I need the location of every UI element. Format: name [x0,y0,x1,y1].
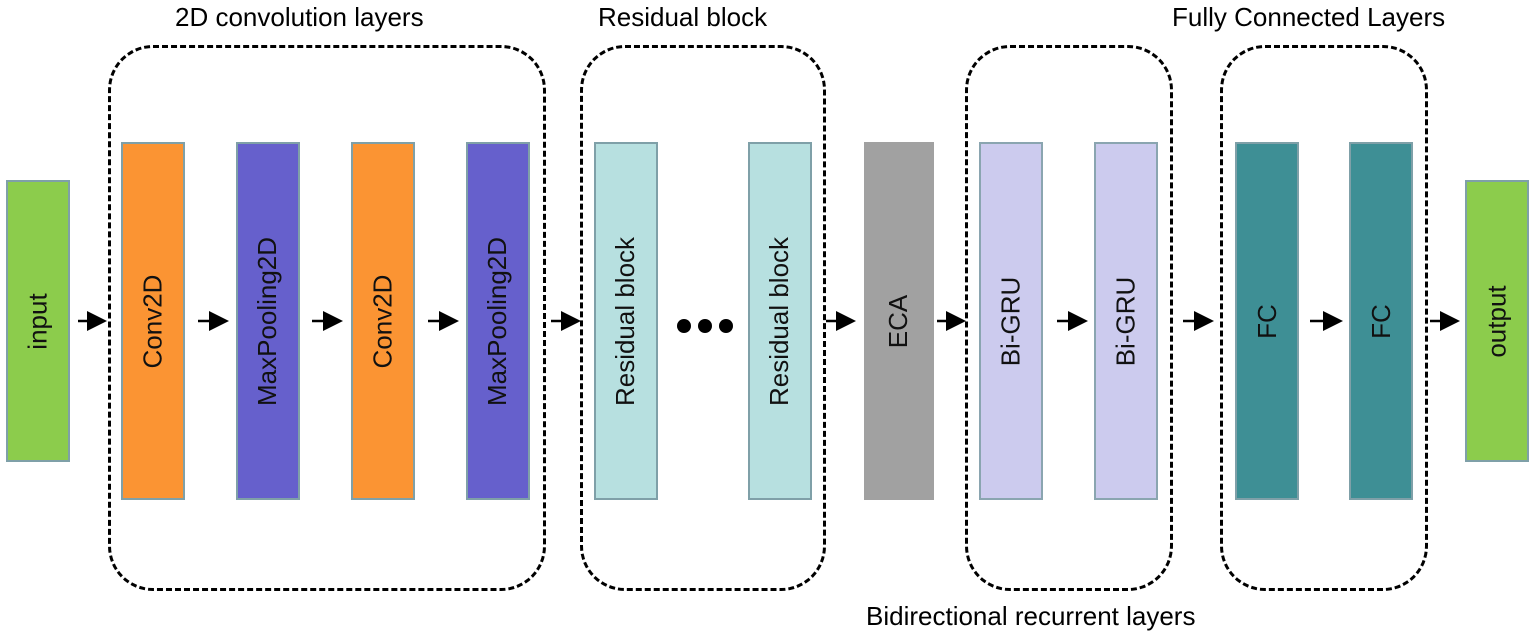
bigru-block-2: Bi-GRU [1094,142,1158,500]
conv-group-label: 2D convolution layers [175,2,424,32]
fc-block-2: FC [1349,142,1413,500]
residual-group-label: Residual block [598,2,768,32]
fc-group-label: Fully Connected Layers [1172,2,1446,32]
fc-group-box [1220,45,1428,591]
residual-group-box [580,45,826,591]
residual-block-1: Residual block [594,142,658,500]
bigru-block-1: Bi-GRU [979,142,1043,500]
input-block: input [6,180,70,462]
conv2d-block-1: Conv2D [121,142,185,500]
ellipsis-icon [677,319,733,333]
eca-block: ECA [864,142,934,500]
fc-block-1: FC [1235,142,1299,500]
maxpooling2d-block-2: MaxPooling2D [466,142,530,500]
conv-group-box [108,45,546,591]
output-block: output [1465,180,1529,462]
residual-block-2: Residual block [748,142,812,500]
maxpooling2d-block-1: MaxPooling2D [236,142,300,500]
conv2d-block-2: Conv2D [351,142,415,500]
recurrent-group-label: Bidirectional recurrent layers [866,601,1196,631]
recurrent-group-box [965,45,1173,591]
